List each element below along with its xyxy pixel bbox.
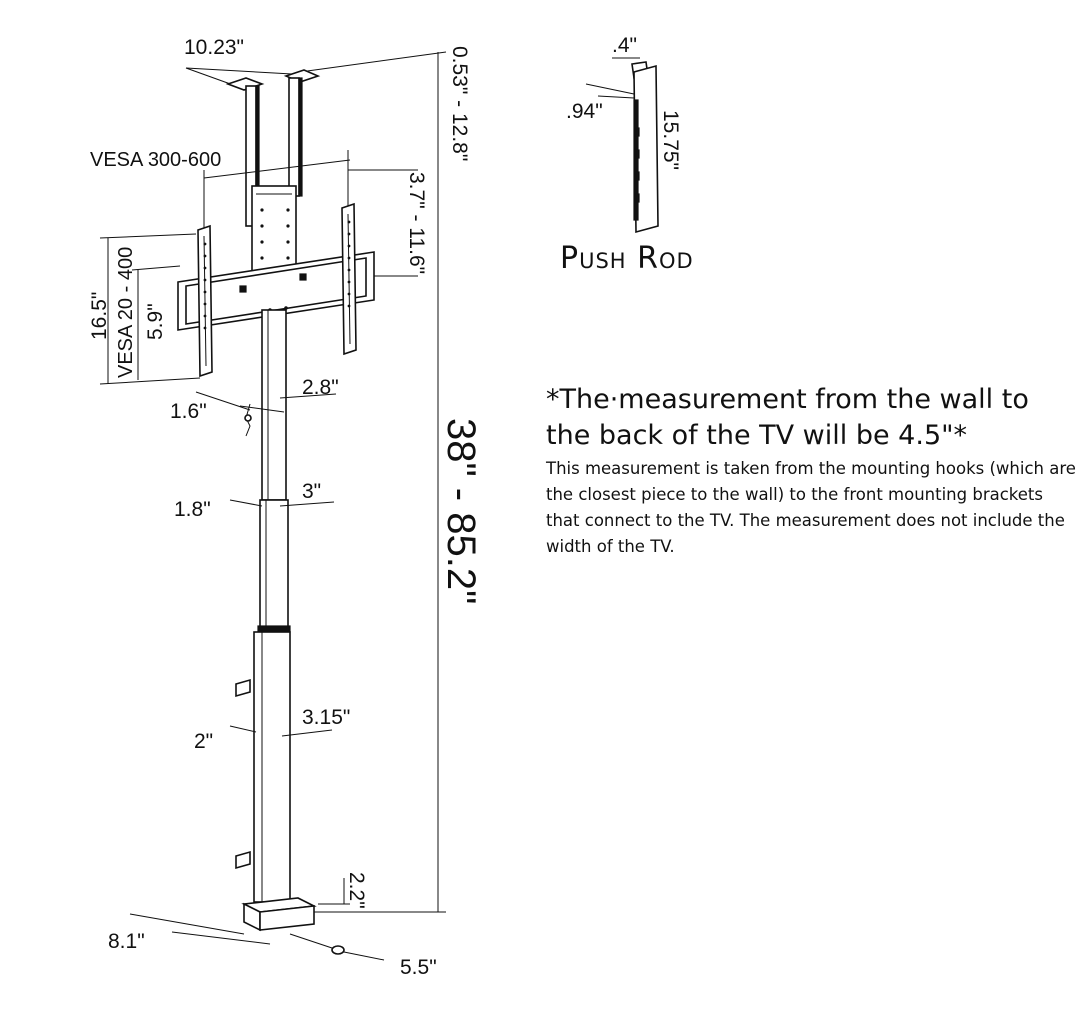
overall-height-guide: [299, 51, 447, 913]
arm-height-label: 5.9": [144, 303, 167, 340]
bracket-height-guide: [99, 233, 201, 385]
push-rod-drawing: [585, 57, 659, 234]
ceiling-drop-label: 0.53" - 12.8": [448, 46, 471, 161]
note-headline: *The·measurement from the wall to the ba…: [546, 384, 1029, 451]
middle-pole: [229, 499, 335, 633]
push-rod-length-label: 15.75": [659, 110, 682, 170]
tv-bracket-left: [197, 224, 213, 378]
push-rod-thickness-label: .4": [612, 34, 637, 57]
middle-pole-width-label: 3": [302, 480, 321, 503]
push-rod-label: Push Rod: [560, 241, 694, 276]
base-height-label: 2.2": [345, 872, 368, 909]
vesa-vertical-label: VESA 20 - 400: [115, 247, 137, 378]
lower-pole: [229, 631, 333, 903]
overall-height-label: 38" - 85.2": [439, 418, 483, 604]
ceiling-mount-width-label: 10.23": [184, 36, 244, 59]
bracket-adjust-label: 3.7" - 11.6": [405, 172, 428, 274]
push-rod-offset-label: .94": [566, 100, 603, 123]
tv-mount-plate: [177, 251, 375, 331]
base-length-label: 8.1": [108, 930, 145, 953]
tv-bracket-right: [341, 202, 357, 356]
upper-pole-width-label: 2.8": [302, 376, 339, 399]
upper-pole-depth-label: 1.6": [170, 400, 207, 423]
lower-pole-width-label: 3.15": [302, 706, 350, 729]
lower-pole-depth-label: 2": [194, 730, 213, 753]
note-body: This measurement is taken from the mount…: [546, 459, 1076, 556]
middle-pole-depth-label: 1.8": [174, 498, 211, 521]
upper-pole: [195, 309, 337, 501]
base-width-label: 5.5": [400, 956, 437, 979]
base-unit: [129, 878, 385, 961]
vesa-horizontal-label: VESA 300-600: [90, 149, 221, 171]
measurement-note: *The·measurement from the wall to the ba…: [546, 382, 1076, 560]
bracket-height-label: 16.5": [88, 292, 111, 340]
vesa-horizontal-guide: [203, 150, 418, 277]
